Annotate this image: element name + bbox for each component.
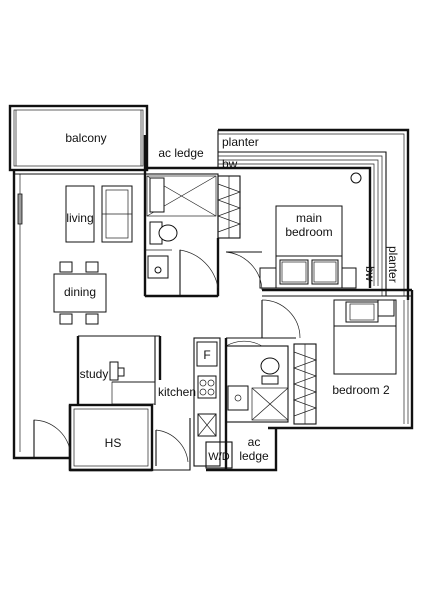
dining-label: dining [64,285,96,299]
bw-right-label: bw [363,266,377,282]
interior-doors [225,251,301,339]
bedroom-2-wardrobe [292,343,318,425]
living-furniture [17,185,133,243]
fridge-label: F [203,348,210,362]
planter-top-label: planter [222,135,259,149]
ac-ledge-bottom-label-line2: ledge [239,449,269,463]
bedroom-2-bed [333,299,397,375]
common-bathroom [144,173,219,297]
main-bedroom-bed [259,172,362,289]
hs-label: HS [105,436,122,450]
balcony-label: balcony [65,131,106,145]
bedroom-2-bathroom [224,337,296,470]
living-label: living [66,211,93,225]
bedroom-2-label: bedroom 2 [332,383,390,397]
main-bedroom-wardrobe [216,175,242,239]
dining-table [53,261,107,325]
balcony-area [8,104,149,172]
wd-label: W/D [208,451,229,463]
kitchen-label: kitchen [158,385,196,399]
study-label: study [80,367,109,381]
planter-right-label: planter [386,246,400,283]
ac-ledge-top-label: ac ledge [158,146,204,160]
main-bedroom-label-line2: bedroom [285,225,332,239]
ac-ledge-bottom-label-line1: ac [248,435,261,449]
household-shelter [33,403,189,472]
study-area [76,335,162,405]
main-bedroom-label-line1: main [296,211,322,225]
kitchen-counter [193,337,233,469]
bw-top-label: bw [222,157,238,171]
